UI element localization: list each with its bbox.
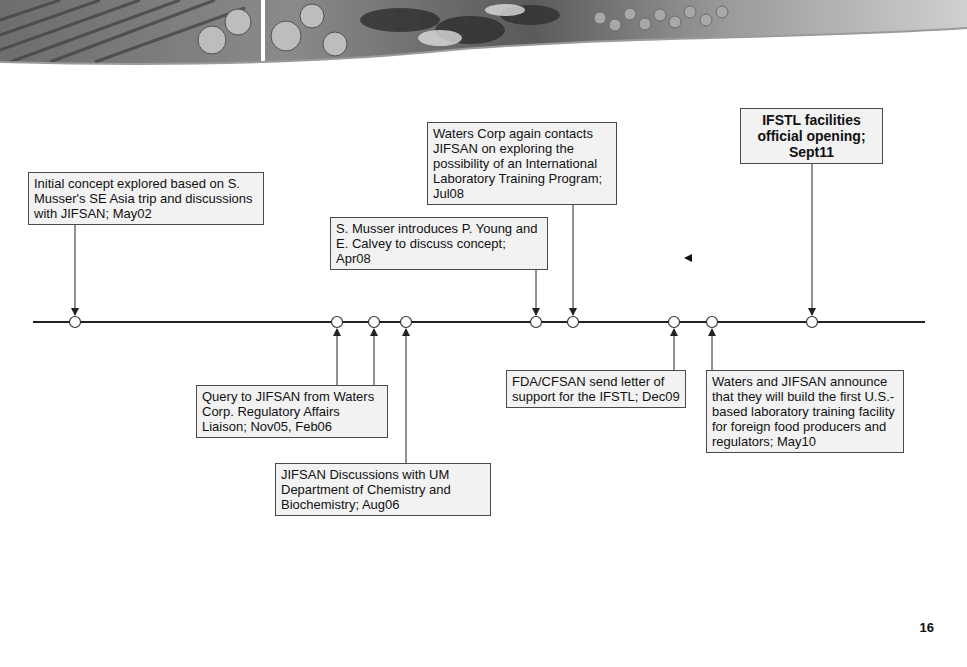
event-box: S. Musser introduces P. Young and E. Cal…	[330, 217, 548, 270]
leader-arrow	[573, 205, 574, 315]
event-box: Query to JIFSAN from Waters Corp. Regula…	[196, 385, 388, 438]
event-text: Waters and JIFSAN announce that they wil…	[712, 374, 898, 449]
timeline-dots	[70, 317, 818, 328]
event-box: Initial concept explored based on S. Mus…	[28, 172, 264, 225]
leader-arrow	[75, 225, 76, 315]
leader-arrow	[712, 329, 713, 370]
cursor-mark	[684, 254, 692, 262]
leader-arrow	[812, 164, 813, 315]
leader-arrow	[536, 270, 537, 315]
event-box: FDA/CFSAN send letter of support for the…	[506, 370, 686, 408]
event-box: JIFSAN Discussions with UM Department of…	[275, 463, 491, 516]
event-box: Waters and JIFSAN announce that they wil…	[706, 370, 904, 453]
leader-arrow	[674, 329, 675, 370]
banner-curve	[0, 28, 967, 64]
leader-arrow	[337, 329, 338, 385]
banner-photos	[0, 0, 967, 70]
timeline-axis	[33, 321, 925, 323]
leader-arrow	[406, 329, 407, 463]
event-text: Waters Corp again contacts JIFSAN on exp…	[433, 126, 611, 201]
event-text: JIFSAN Discussions with UM Department of…	[281, 467, 485, 512]
event-box: IFSTL facilities official opening; Sept1…	[740, 108, 883, 164]
event-text: FDA/CFSAN send letter of support for the…	[512, 374, 680, 404]
page-number: 16	[920, 620, 934, 635]
event-text: S. Musser introduces P. Young and E. Cal…	[336, 221, 542, 266]
event-text: Initial concept explored based on S. Mus…	[34, 176, 258, 221]
event-box: Waters Corp again contacts JIFSAN on exp…	[427, 122, 617, 205]
event-text: Query to JIFSAN from Waters Corp. Regula…	[202, 389, 382, 434]
leader-arrow	[374, 329, 375, 385]
event-text: IFSTL facilities official opening; Sept1…	[746, 112, 877, 160]
